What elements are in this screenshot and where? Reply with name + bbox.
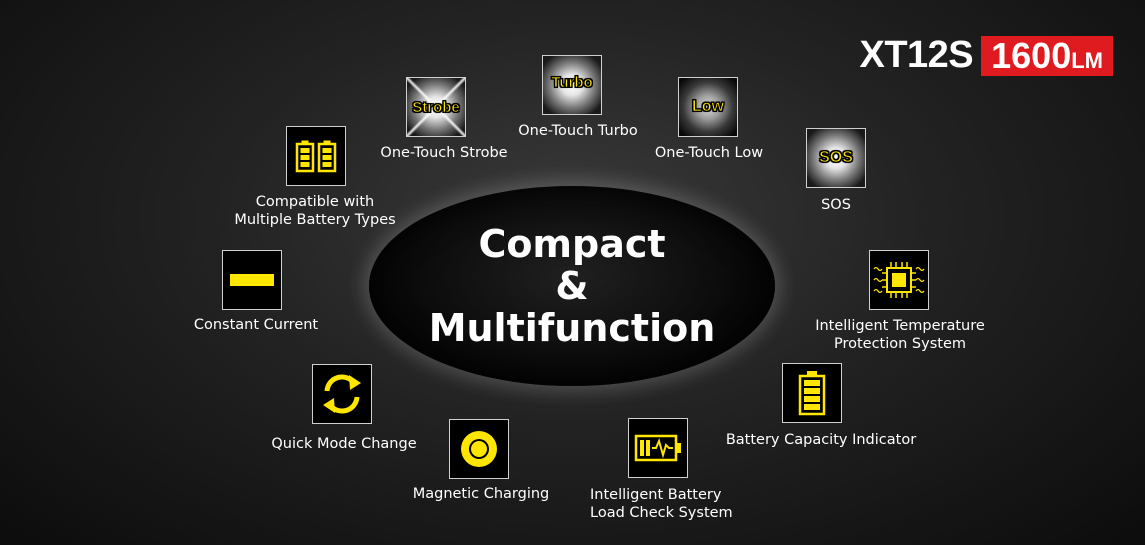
battery-types-label: Compatible with Multiple Battery Types: [234, 194, 396, 228]
battery-capacity-label: Battery Capacity Indicator: [725, 432, 917, 448]
chip-temperature-icon: [869, 250, 929, 310]
turbo-icon: Turbo: [542, 55, 602, 115]
center-title-line1: Compact: [478, 222, 666, 266]
battery-types-icon: [286, 126, 346, 186]
magnetic-charging-label: Magnetic Charging: [412, 486, 550, 502]
cycle-arrows-icon: [312, 364, 372, 424]
turbo-label: One-Touch Turbo: [518, 123, 638, 139]
strobe-label: One-Touch Strobe: [380, 145, 508, 161]
strobe-rays: [407, 78, 465, 136]
low-icon: Low: [678, 77, 738, 137]
constant-current-label: Constant Current: [193, 317, 319, 333]
temperature-label: Intelligent Temperature Protection Syste…: [815, 318, 985, 352]
low-label: One-Touch Low: [654, 145, 764, 161]
strobe-icon: Strobe: [406, 77, 466, 137]
quick-mode-label: Quick Mode Change: [271, 436, 417, 452]
battery-load-check-icon: [628, 418, 688, 478]
sos-icon: SOS: [806, 128, 866, 188]
lumens-unit: LM: [1071, 47, 1103, 73]
magnetic-charging-icon: [449, 419, 509, 479]
battery-capacity-icon: [782, 363, 842, 423]
model-name: XT12S: [859, 34, 974, 76]
product-title: XT12S 1600LM: [859, 34, 1113, 77]
center-title-line3: Multifunction: [428, 306, 716, 350]
lumens-value: 1600: [991, 34, 1072, 76]
sos-label: SOS: [821, 197, 851, 213]
constant-current-icon: [222, 250, 282, 310]
lumens-badge: 1600LM: [981, 34, 1113, 76]
center-title-line2: &: [555, 264, 589, 308]
center-ellipse: Compact & Multifunction: [369, 186, 775, 386]
load-check-label: Intelligent Battery Load Check System: [590, 487, 733, 521]
